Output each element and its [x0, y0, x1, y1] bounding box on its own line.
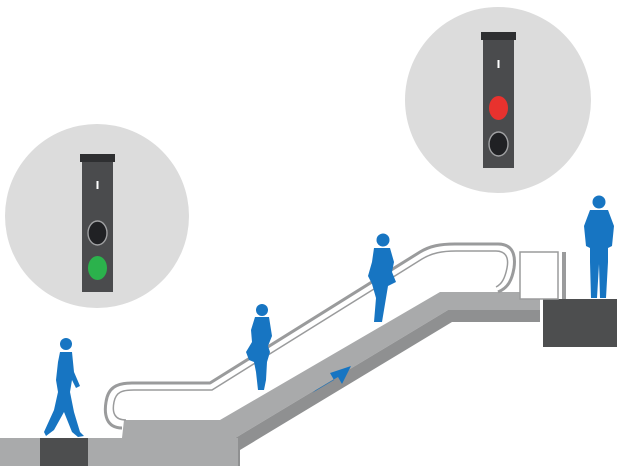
person-on-escalator-upper — [368, 233, 396, 322]
bottom-signal-zoom — [5, 124, 189, 308]
bottom-signal-off-light — [87, 220, 108, 246]
bottom-signal-green-light — [88, 256, 107, 280]
bottom-signal-slot — [96, 181, 99, 189]
barrier-post — [562, 252, 566, 299]
top-signal-red-light — [489, 96, 508, 120]
escalator — [0, 242, 540, 466]
person-standing-top — [584, 195, 614, 298]
person-walking-bottom — [44, 338, 84, 437]
barrier-panel — [519, 251, 559, 300]
top-traffic-light-icon — [481, 32, 516, 168]
lower-landing — [88, 438, 238, 466]
person-on-escalator-lower — [246, 304, 272, 390]
bottom-platform — [40, 438, 88, 466]
escalator-body — [0, 292, 540, 466]
escalator-handrail — [103, 242, 516, 430]
top-signal-cap — [481, 32, 516, 40]
top-signal-slot — [497, 60, 500, 68]
bottom-traffic-light-icon — [80, 154, 115, 292]
bottom-signal-cap — [80, 154, 115, 162]
top-barrier — [519, 251, 566, 300]
top-platform — [543, 299, 617, 347]
arrow-up-right-icon — [312, 366, 351, 393]
top-signal-off-light — [488, 131, 509, 157]
escalator-handrail-inner — [112, 250, 509, 421]
top-signal-zoom — [405, 7, 591, 193]
